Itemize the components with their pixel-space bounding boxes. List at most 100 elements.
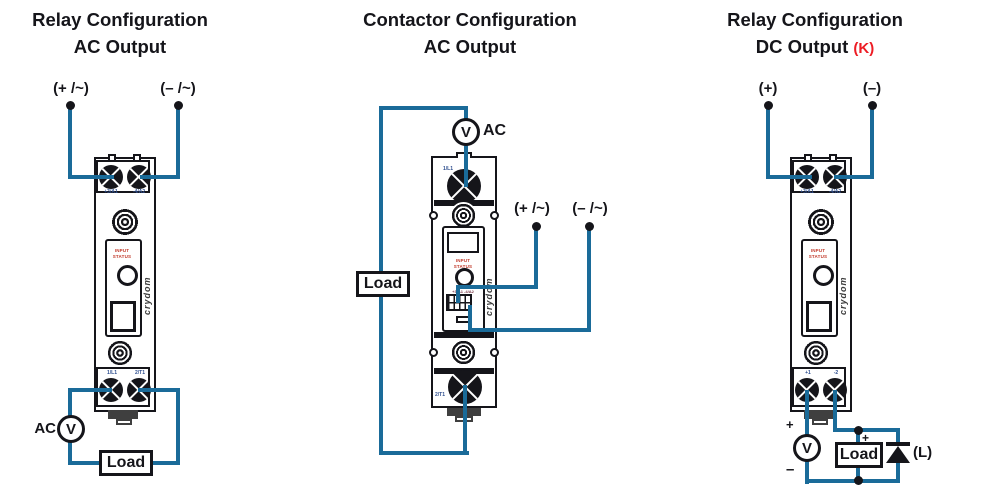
- load-plus-label: +: [862, 431, 870, 445]
- title-note: (K): [853, 40, 875, 57]
- middle-title-line1: Contactor Configuration: [363, 9, 577, 30]
- voltmeter: V: [57, 415, 85, 443]
- diode-note-label: (L): [913, 444, 933, 461]
- left-positive-terminal-label: (+ /~): [53, 80, 89, 97]
- wire-segment: [379, 106, 468, 110]
- wire-segment: [870, 108, 874, 179]
- load-label: Load: [363, 275, 403, 292]
- junction-dot: [585, 222, 594, 231]
- terminal-label: 1/L1: [443, 166, 454, 172]
- wire-segment: [766, 175, 812, 179]
- wire-segment: [176, 388, 180, 465]
- wire-segment: [456, 285, 460, 303]
- label-window: [806, 301, 832, 332]
- brand-label: crydom: [838, 276, 848, 315]
- mounting-hole: [450, 339, 477, 366]
- mounting-hole: [802, 339, 830, 367]
- middle-positive-terminal-label: (+ /~): [514, 200, 550, 217]
- housing-tab: [829, 154, 837, 160]
- din-clip: [804, 410, 834, 419]
- middle-negative-terminal-label: (– /~): [572, 200, 608, 217]
- right-negative-terminal-label: (–): [862, 80, 882, 97]
- status-led: [813, 265, 834, 286]
- voltmeter-symbol: V: [801, 439, 812, 457]
- load-box: Load: [99, 450, 153, 476]
- left-title-line2: AC Output: [73, 36, 167, 57]
- din-clip: [812, 419, 828, 425]
- terminal-label: 2/T1: [435, 392, 446, 398]
- wire-segment: [833, 428, 900, 432]
- wire-segment: [464, 106, 468, 187]
- load-box: Load: [835, 442, 883, 468]
- mounting-hole: [110, 207, 140, 237]
- wire-segment: [805, 479, 900, 483]
- contactor-device: 1/L1 INPUT STATUS +3/A1 -4/A2 crydom 2/T…: [429, 152, 499, 422]
- wire-segment: [896, 462, 900, 483]
- junction-dot: [854, 476, 863, 485]
- mounting-hole: [806, 207, 836, 237]
- control-terminal-labels: +3/A1 -4/A2: [452, 289, 474, 294]
- terminal-label: -2: [833, 370, 839, 376]
- junction-dot: [532, 222, 541, 231]
- front-panel: INPUT STATUS +3/A1 -4/A2: [442, 226, 485, 332]
- wire-segment: [468, 305, 472, 332]
- brand-label: crydom: [142, 276, 152, 315]
- input-status-label: INPUT STATUS: [453, 258, 473, 269]
- junction-dot: [854, 426, 863, 435]
- junction-dot: [66, 101, 75, 110]
- terminal-label: +3/A1: [800, 189, 814, 195]
- diode-icon: [886, 446, 910, 463]
- housing-tab: [804, 154, 812, 160]
- front-panel: INPUT STATUS: [801, 239, 838, 337]
- front-panel: INPUT STATUS: [105, 239, 142, 337]
- wire-segment: [833, 390, 837, 432]
- right-diagram-title: Relay Configuration DC Output (K): [695, 6, 935, 62]
- terminal-label: -4/A2: [132, 189, 146, 195]
- wire-segment: [379, 451, 469, 455]
- left-diagram-title: Relay Configuration AC Output: [10, 6, 230, 60]
- right-positive-terminal-label: (+): [758, 80, 778, 97]
- junction-dot: [174, 101, 183, 110]
- label-window: [110, 301, 136, 332]
- diode-icon: [886, 442, 910, 446]
- load-label: Load: [106, 454, 146, 471]
- brand-label: crydom: [484, 277, 494, 316]
- wire-segment: [456, 285, 538, 289]
- polarity-minus-label: –: [786, 461, 795, 478]
- voltmeter-symbol: V: [65, 420, 76, 438]
- wire-segment: [534, 228, 538, 289]
- left-negative-terminal-label: (– /~): [160, 80, 196, 97]
- wire-segment: [176, 108, 180, 179]
- mounting-hole: [450, 202, 477, 229]
- input-status-label: INPUT STATUS: [112, 248, 132, 259]
- wire-segment: [766, 108, 770, 179]
- ac-source-label: AC: [483, 122, 507, 139]
- status-led: [117, 265, 138, 286]
- voltmeter: V: [793, 434, 821, 462]
- terminal-label: 1/L1: [106, 370, 117, 376]
- ac-source-label: AC: [34, 420, 56, 437]
- middle-title-line2: AC Output: [423, 36, 517, 57]
- right-title-line1: Relay Configuration: [727, 9, 903, 30]
- wire-segment: [68, 108, 72, 179]
- label-window: [447, 232, 479, 253]
- junction-dot: [868, 101, 877, 110]
- mounting-ear: [490, 348, 499, 357]
- ssr-device: +3/A1 -4/A2 INPUT STATUS crydom 1/L1 2/T…: [94, 154, 156, 425]
- wire-segment: [468, 328, 591, 332]
- mounting-ear: [429, 211, 438, 220]
- input-status-label: INPUT STATUS: [808, 248, 828, 259]
- voltmeter-symbol: V: [460, 123, 471, 141]
- middle-diagram-title: Contactor Configuration AC Output: [330, 6, 610, 60]
- wire-segment: [140, 175, 180, 179]
- wire-segment: [463, 385, 467, 455]
- wire-segment: [68, 388, 112, 392]
- wire-segment: [138, 388, 180, 392]
- mounting-hole: [106, 339, 134, 367]
- housing-tab: [108, 154, 116, 160]
- voltmeter: V: [452, 118, 480, 146]
- din-clip: [116, 419, 132, 425]
- ssr-device: +3/A1 -4/A2 INPUT STATUS crydom +1 -2: [790, 154, 852, 425]
- left-title-line1: Relay Configuration: [32, 9, 208, 30]
